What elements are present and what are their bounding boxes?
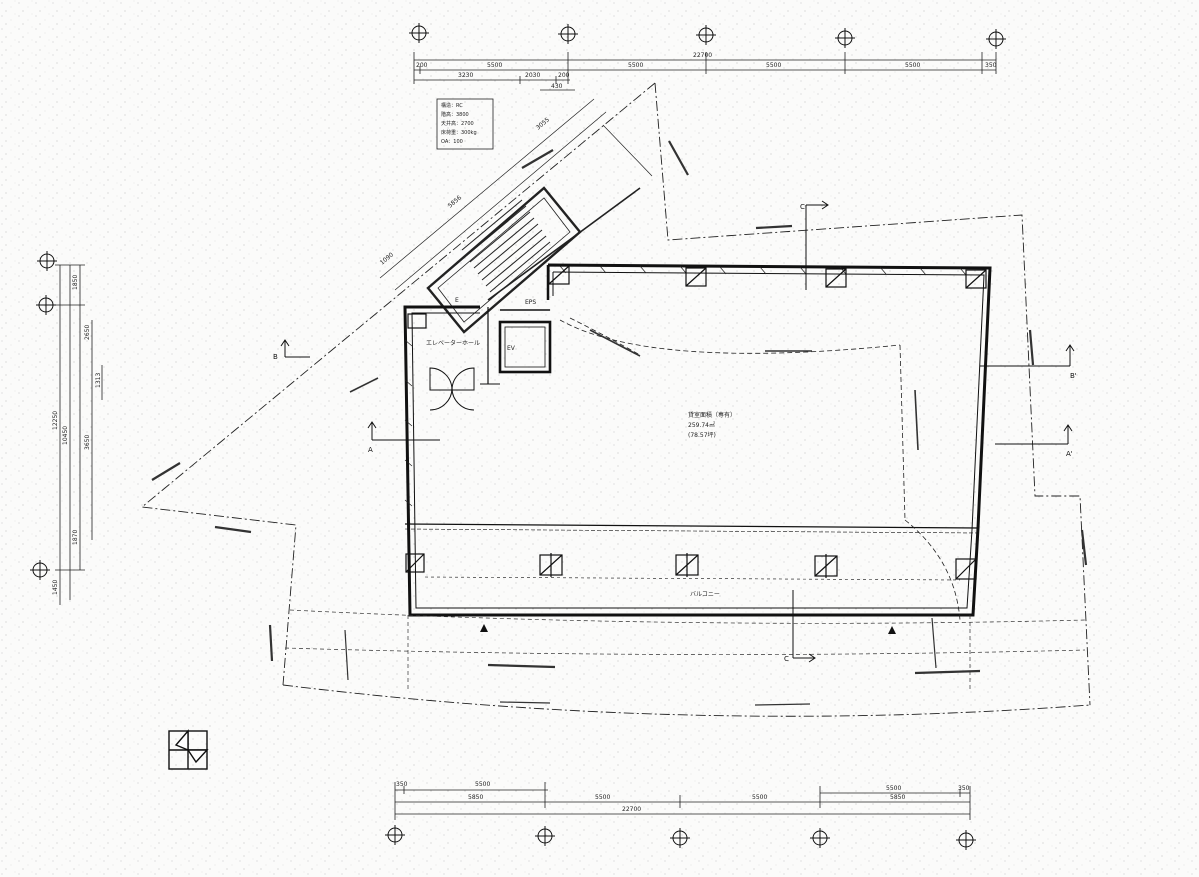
top-dim-1: 200 [416, 62, 428, 69]
top-dim-row2-1: 3230 [458, 72, 473, 79]
balcony-label: バルコニー [690, 591, 720, 598]
bottom-row2-4: 5850 [890, 794, 905, 801]
column-9 [955, 558, 977, 580]
grid-marker-top-5 [986, 29, 1006, 49]
staircase [426, 186, 641, 334]
bottom-overall-dimension: 22700 [622, 806, 641, 813]
top-dim-2: 5500 [487, 62, 502, 69]
bottom-dimension-chain [394, 782, 971, 820]
section-b-left: B [273, 353, 278, 361]
bottom-right-dim-1: 350 [958, 785, 970, 792]
grid-marker-left-3 [30, 560, 50, 580]
left-dim-7: 1313 [95, 373, 102, 388]
grid-marker-top-4 [835, 28, 855, 48]
grid-marker-bottom-3 [670, 828, 690, 848]
section-a-left: A [368, 446, 373, 454]
top-dim-6: 350 [985, 62, 997, 69]
legend-line-5: OA：100 [441, 139, 463, 145]
top-dim-4: 5500 [766, 62, 781, 69]
top-dim-row2-2: 2030 [525, 72, 540, 79]
column-5 [405, 553, 425, 573]
column-6 [539, 553, 563, 577]
building-outline [403, 263, 992, 617]
top-grid-markers [409, 23, 1006, 49]
top-dim-row2-3: 200 [558, 72, 570, 79]
column-2 [685, 267, 707, 287]
column-10 [407, 313, 427, 329]
legend-line-3: 天井高：2700 [441, 120, 474, 127]
column-1 [548, 265, 570, 285]
main-room-area: 259.74㎡ [688, 421, 715, 429]
grid-marker-bottom-2 [535, 826, 555, 846]
ev-label: EV [507, 345, 516, 352]
bottom-row2-2: 5500 [595, 794, 610, 801]
section-c-top: C [800, 203, 805, 211]
left-dim-6: 1450 [52, 580, 59, 595]
top-overall-dimension: 22700 [693, 52, 712, 59]
section-markers [280, 200, 1075, 663]
bottom-row2-3: 5500 [752, 794, 767, 801]
left-dim-3: 10450 [62, 426, 69, 445]
spec-legend-box: 構造：RC 階高：3800 天井高：2700 床荷重：300kg OA：100 [436, 98, 494, 150]
column-8 [814, 554, 838, 578]
boundary-annotations [151, 140, 1088, 675]
top-dim-5: 5500 [905, 62, 920, 69]
bottom-grid-markers [385, 825, 976, 850]
bottom-dim-2: 5500 [886, 785, 901, 792]
grid-marker-bottom-4 [810, 828, 830, 848]
main-room-label: 貸室面積（専有） [688, 411, 736, 419]
grid-marker-top-3 [696, 25, 716, 45]
grid-marker-top-1 [409, 23, 429, 43]
column-4 [965, 269, 987, 289]
left-overall-dimension: 12250 [52, 411, 59, 430]
left-dim-2: 2650 [84, 325, 91, 340]
section-a-right: A' [1066, 450, 1073, 458]
left-grid-markers [30, 251, 57, 580]
legend-line-4: 床荷重：300kg [441, 129, 477, 136]
top-dim-3: 5500 [628, 62, 643, 69]
columns [405, 265, 987, 580]
hatched-walls [404, 265, 967, 507]
section-c-bottom: C [784, 655, 789, 663]
legend-line-2: 階高：3800 [441, 111, 469, 118]
grid-marker-bottom-5 [956, 830, 976, 850]
left-dim-1: 1850 [72, 275, 79, 290]
bottom-left-dim-1: 350 [396, 781, 408, 788]
eps-label: EPS [525, 299, 536, 306]
left-dimension-chain [55, 264, 103, 605]
stair-label: E [455, 297, 459, 304]
bottom-dim-1: 5500 [475, 781, 490, 788]
level-marks [480, 624, 896, 634]
left-dim-5: 1870 [72, 530, 79, 545]
elevator-hall [480, 307, 552, 385]
entrance-double-door [429, 367, 475, 411]
column-3 [825, 268, 847, 288]
compass-icon [168, 729, 209, 770]
top-dimension-chain [413, 52, 997, 91]
elevator-hall-label: エレベーターホール [426, 339, 480, 347]
grid-marker-top-2 [558, 24, 578, 44]
main-room-area-tsubo: (78.57坪) [688, 431, 716, 439]
left-dim-4: 3650 [84, 435, 91, 450]
bottom-row2-1: 5850 [468, 794, 483, 801]
office-dashed-curves [559, 317, 961, 621]
grid-marker-bottom-1 [385, 825, 405, 845]
section-b-right: B' [1070, 372, 1077, 380]
top-dim-row3: 430 [551, 83, 563, 90]
grid-marker-left-2 [36, 295, 56, 315]
legend-line-1: 構造：RC [441, 102, 463, 109]
grid-marker-left-1 [37, 251, 57, 271]
road-boundary-lines [284, 609, 1086, 690]
diagonal-dimensions [379, 98, 653, 291]
road-annotations [344, 329, 937, 706]
column-7 [675, 553, 699, 577]
